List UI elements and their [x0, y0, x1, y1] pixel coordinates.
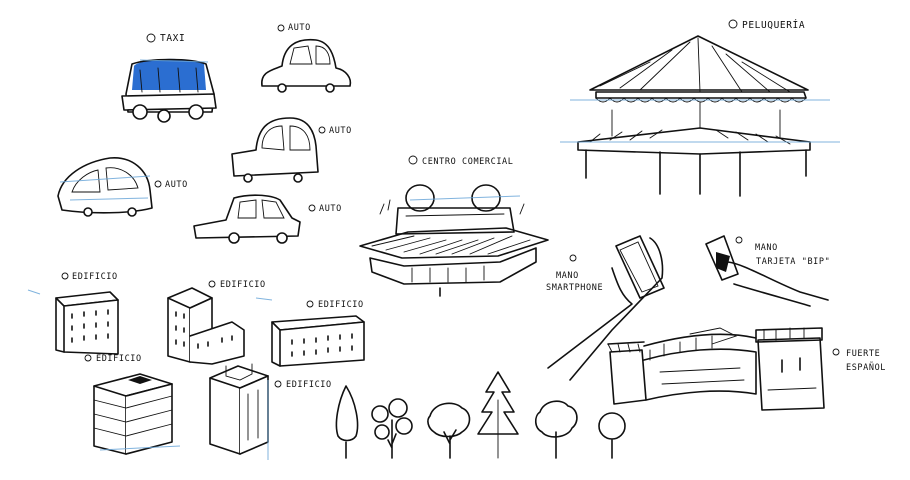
fuerte-label-1: FUERTE — [846, 349, 880, 359]
edificio-label-4: EDIFICIO — [96, 354, 142, 364]
edificio-label-5: EDIFICIO — [286, 380, 332, 390]
auto-label-4: AUTO — [319, 204, 342, 214]
auto-sketch-4: AUTO — [193, 194, 342, 244]
auto-label-2: AUTO — [329, 126, 352, 136]
centro-comercial-label: CENTRO COMERCIAL — [422, 157, 513, 167]
mano-smartphone-label-1: MANO — [556, 271, 579, 281]
peluqueria-sketch: PELUQUERÍA — [560, 19, 840, 197]
blue-guide-lines — [27, 59, 521, 460]
mano-smartphone-label-2: SMARTPHONE — [546, 283, 603, 293]
edificio-sketch-5: EDIFICIO — [209, 363, 332, 455]
edificio-label-3: EDIFICIO — [318, 300, 364, 310]
trees-sketch — [335, 371, 626, 459]
edificio-sketch-3: EDIFICIO — [271, 300, 365, 367]
mano-tarjeta-label-1: MANO — [755, 243, 778, 253]
auto-sketch-3: AUTO — [57, 157, 188, 217]
peluqueria-label: PELUQUERÍA — [742, 19, 805, 31]
auto-label-1: AUTO — [288, 23, 311, 33]
edificio-label-1: EDIFICIO — [72, 272, 118, 282]
edificio-sketch-2: EDIFICIO — [167, 280, 266, 365]
auto-sketch-1: AUTO — [261, 23, 352, 93]
mano-tarjeta-sketch: MANO TARJETA "BIP" — [705, 235, 830, 307]
mano-tarjeta-label-2: TARJETA "BIP" — [756, 257, 830, 267]
edificio-sketch-4: EDIFICIO — [84, 354, 173, 455]
edificio-label-2: EDIFICIO — [220, 280, 266, 290]
taxi-sketch: TAXI — [121, 33, 217, 123]
mano-smartphone-sketch: MANO SMARTPHONE — [546, 235, 665, 381]
auto-sketch-2: AUTO — [231, 117, 352, 183]
fuerte-espanol-sketch: FUERTE ESPAÑOL — [607, 327, 886, 411]
number-marker — [146, 33, 156, 43]
centro-comercial-sketch: CENTRO COMERCIAL — [359, 155, 549, 297]
auto-label-3: AUTO — [165, 180, 188, 190]
edificio-sketch-1: EDIFICIO — [55, 272, 119, 355]
fuerte-label-2: ESPAÑOL — [846, 362, 886, 373]
taxi-label: TAXI — [160, 33, 185, 44]
taxi-roof — [132, 58, 206, 90]
